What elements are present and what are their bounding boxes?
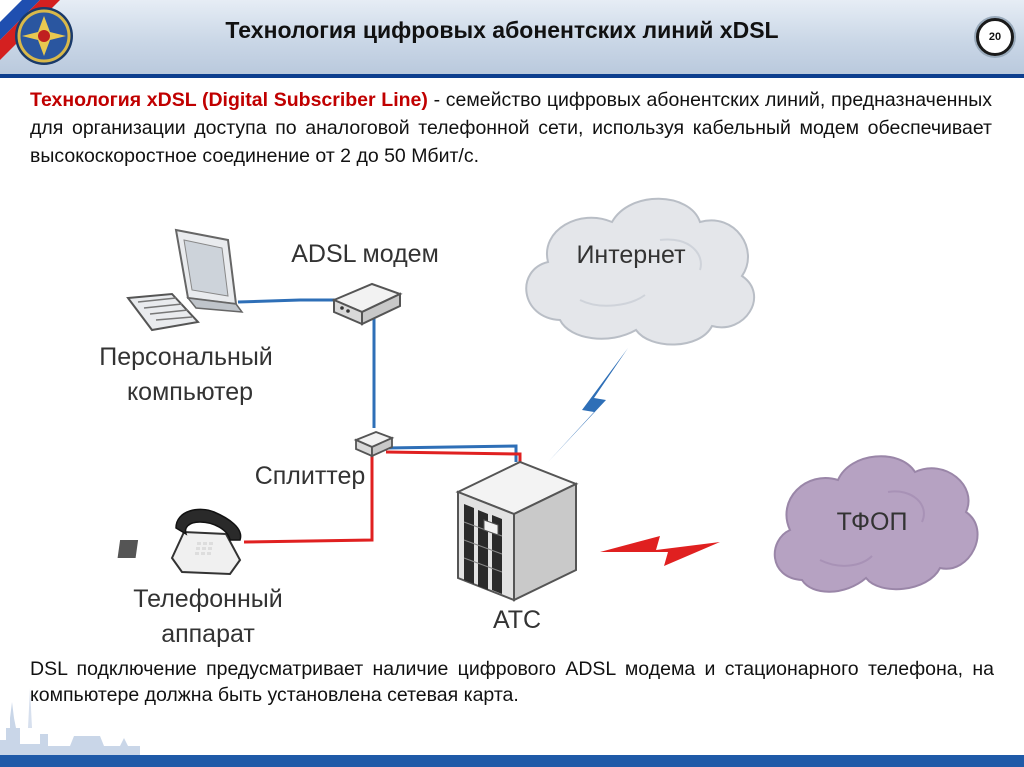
phone-label-2: аппарат [161, 620, 255, 648]
adsl-modem-icon [334, 284, 400, 324]
city-skyline-icon [0, 688, 150, 758]
modem-label: ADSL модем [291, 240, 439, 268]
ats-label: АТС [493, 606, 541, 634]
internet-label: Интернет [576, 241, 686, 269]
pc-label-1: Персональный [99, 343, 273, 371]
splitter-label: Сплиттер [255, 462, 366, 490]
pc-label-2: компьютер [127, 378, 253, 406]
computer-icon [128, 230, 242, 330]
pstn-cloud: ТФОП [775, 456, 978, 592]
telephone-icon [118, 509, 241, 574]
pstn-lightning-icon [600, 536, 720, 566]
ats-exchange-icon [458, 462, 576, 600]
footer-bar [0, 755, 1024, 767]
pstn-label: ТФОП [837, 508, 908, 536]
internet-lightning-icon [548, 348, 628, 462]
footer-paragraph: DSL подключение предусматривает наличие … [30, 656, 994, 708]
internet-cloud: Интернет [526, 199, 754, 345]
phone-label-1: Телефонный [133, 585, 282, 613]
